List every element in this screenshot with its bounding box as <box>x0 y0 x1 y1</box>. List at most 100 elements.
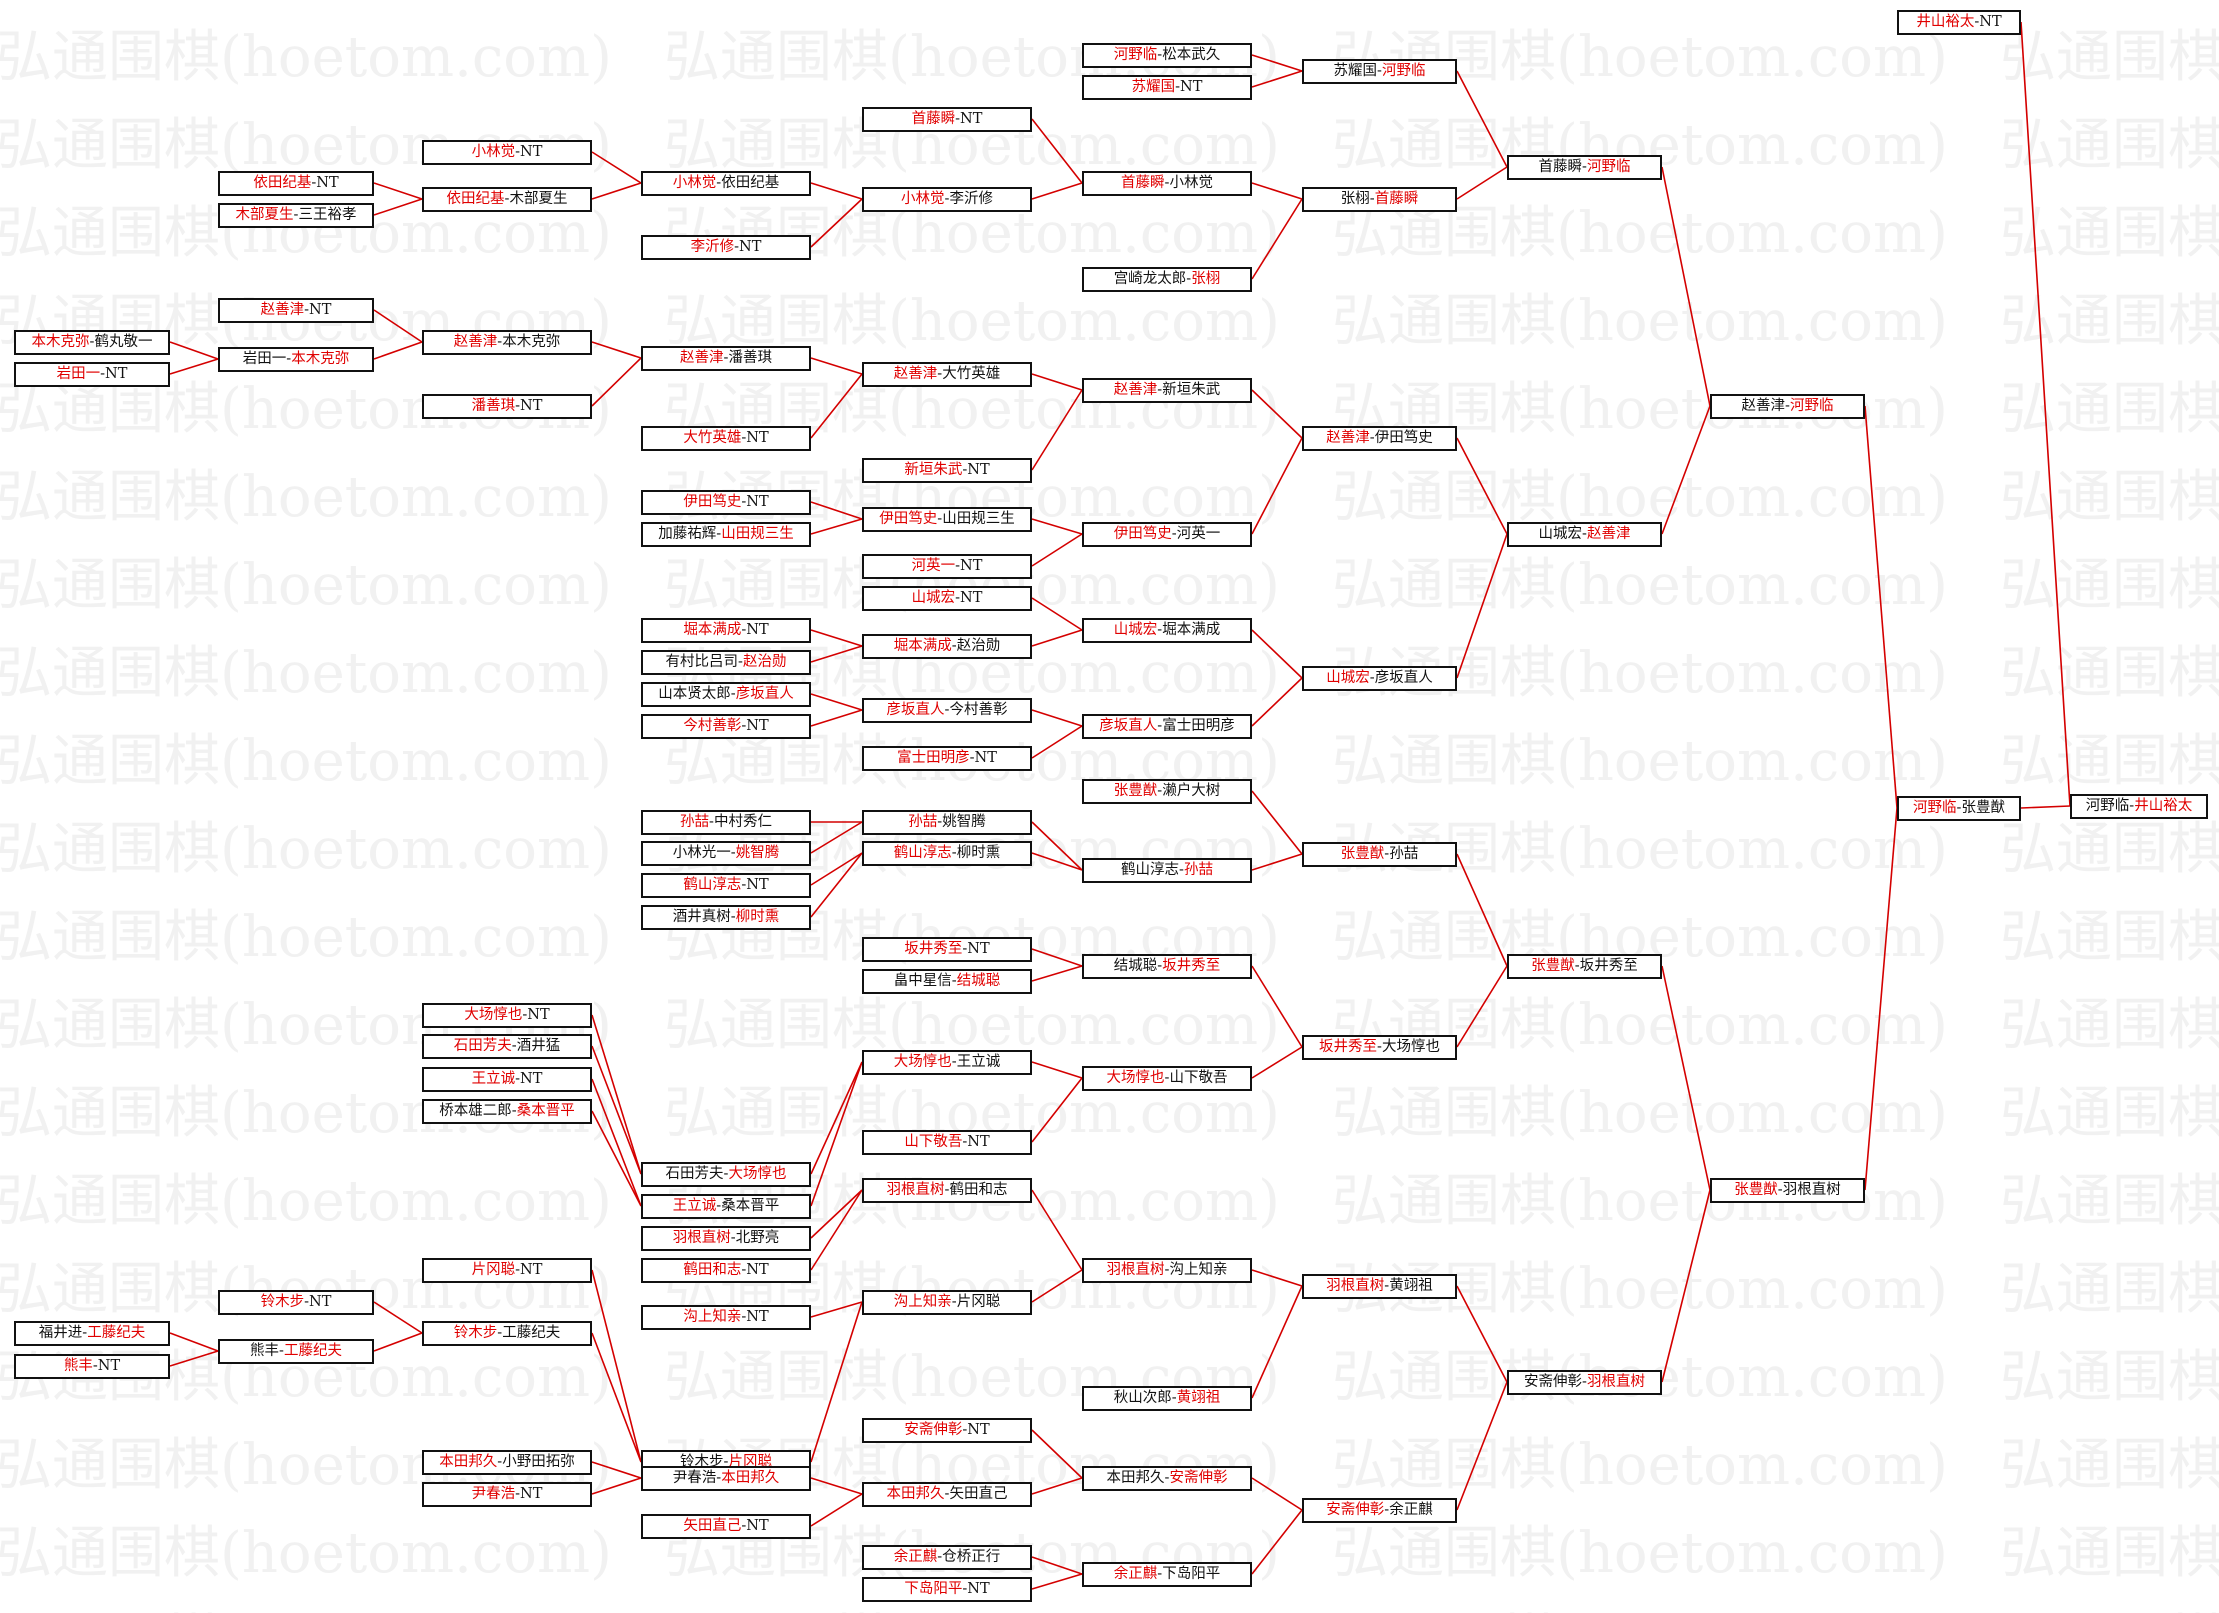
match-box-r3_2[interactable]: 依田纪基-木部夏生 <box>422 186 592 212</box>
match-box-r5_10[interactable]: 富士田明彦-NT <box>862 745 1032 771</box>
match-box-r3_9[interactable]: 片冈聪-NT <box>422 1257 592 1283</box>
match-box-r5_13[interactable]: 坂井秀至-NT <box>862 936 1032 962</box>
match-box-r8_3[interactable]: 张豊猷-坂井秀至 <box>1507 953 1662 979</box>
match-box-r5_8[interactable]: 堀本满成-赵治勋 <box>862 633 1032 659</box>
match-box-r6_10[interactable]: 鹤山淳志-孙喆 <box>1082 857 1252 883</box>
match-box-r3_11[interactable]: 本田邦久-小野田拓弥 <box>422 1449 592 1475</box>
match-box-r9_1[interactable]: 赵善津-河野临 <box>1710 393 1865 419</box>
match-box-r5_4[interactable]: 新垣朱武-NT <box>862 457 1032 483</box>
match-box-r4_15[interactable]: 石田芳夫-大场惇也 <box>641 1161 811 1187</box>
match-box-r10_1[interactable]: 河野临-张豊猷 <box>1897 795 2021 821</box>
match-box-r6_15[interactable]: 本田邦久-安斋伸彰 <box>1082 1465 1252 1491</box>
match-box-r6_5[interactable]: 赵善津-新垣朱武 <box>1082 377 1252 403</box>
match-box-r5_22[interactable]: 下岛阳平-NT <box>862 1576 1032 1602</box>
match-box-r6_8[interactable]: 彦坂直人-富士田明彦 <box>1082 713 1252 739</box>
match-box-r2_1[interactable]: 依田纪基-NT <box>218 170 374 196</box>
match-box-r3_12[interactable]: 尹春浩-NT <box>422 1481 592 1507</box>
match-box-r6_6[interactable]: 伊田笃史-河英一 <box>1082 521 1252 547</box>
match-box-r7_3[interactable]: 赵善津-伊田笃史 <box>1302 425 1457 451</box>
match-box-r5_15[interactable]: 大场惇也-王立诚 <box>862 1049 1032 1075</box>
match-box-r5_3[interactable]: 赵善津-大竹英雄 <box>862 361 1032 387</box>
match-box-r4_8[interactable]: 有村比吕司-赵治勋 <box>641 649 811 675</box>
match-box-r8_2[interactable]: 山城宏-赵善津 <box>1507 521 1662 547</box>
match-box-r8_4[interactable]: 安斋伸彰-羽根直树 <box>1507 1369 1662 1395</box>
match-box-r3_10[interactable]: 铃木步-工藤纪夫 <box>422 1320 592 1346</box>
match-box-r8_1[interactable]: 首藤瞬-河野临 <box>1507 154 1662 180</box>
match-box-r4_2[interactable]: 李沂修-NT <box>641 234 811 260</box>
match-box-r4_7[interactable]: 堀本满成-NT <box>641 617 811 643</box>
match-box-r4_16[interactable]: 王立诚-桑本晋平 <box>641 1193 811 1219</box>
match-box-r4_5[interactable]: 伊田笃史-NT <box>641 489 811 515</box>
match-box-r4_6[interactable]: 加藤祐辉-山田规三生 <box>641 521 811 547</box>
match-box-r4_14[interactable]: 酒井真树-柳时熏 <box>641 904 811 930</box>
match-box-r7_7[interactable]: 羽根直树-黄翊祖 <box>1302 1273 1457 1299</box>
match-box-r4_17[interactable]: 羽根直树-北野亮 <box>641 1225 811 1251</box>
match-box-r5_5[interactable]: 伊田笃史-山田规三生 <box>862 506 1032 532</box>
match-box-r3_7[interactable]: 王立诚-NT <box>422 1066 592 1092</box>
match-box-r2_5[interactable]: 铃木步-NT <box>218 1289 374 1315</box>
match-box-r1_2[interactable]: 岩田一-NT <box>14 361 170 387</box>
match-box-r6_7[interactable]: 山城宏-堀本满成 <box>1082 617 1252 643</box>
match-box-r4_1[interactable]: 小林觉-依田纪基 <box>641 170 811 196</box>
match-box-r2_3[interactable]: 赵善津-NT <box>218 297 374 323</box>
match-box-r4_10[interactable]: 今村善彰-NT <box>641 713 811 739</box>
match-box-r7_5[interactable]: 张豊猷-孙喆 <box>1302 841 1457 867</box>
match-box-r6_9[interactable]: 张豊猷-濑户大树 <box>1082 778 1252 804</box>
match-box-r5_18[interactable]: 沟上知亲-片冈聪 <box>862 1289 1032 1315</box>
match-box-r1_3[interactable]: 福井进-工藤纪夫 <box>14 1320 170 1346</box>
match-box-r6_2[interactable]: 苏耀国-NT <box>1082 74 1252 100</box>
match-box-r5_9[interactable]: 彦坂直人-今村善彰 <box>862 697 1032 723</box>
match-box-r5_11[interactable]: 孙喆-姚智腾 <box>862 809 1032 835</box>
match-box-r5_2[interactable]: 小林觉-李沂修 <box>862 186 1032 212</box>
match-box-r9_2[interactable]: 张豊猷-羽根直树 <box>1710 1177 1865 1203</box>
match-box-r4_13[interactable]: 鹤山淳志-NT <box>641 872 811 898</box>
match-box-r3_3[interactable]: 赵善津-本木克弥 <box>422 329 592 355</box>
match-box-r5_16[interactable]: 山下敬吾-NT <box>862 1129 1032 1155</box>
match-box-r5_7[interactable]: 山城宏-NT <box>862 585 1032 611</box>
match-box-r10_2[interactable]: 井山裕太-NT <box>1897 9 2021 35</box>
match-box-r5_12[interactable]: 鹤山淳志-柳时熏 <box>862 840 1032 866</box>
match-box-r5_1[interactable]: 首藤瞬-NT <box>862 106 1032 132</box>
match-box-r7_8[interactable]: 安斋伸彰-余正麒 <box>1302 1497 1457 1523</box>
match-box-r4_4[interactable]: 大竹英雄-NT <box>641 425 811 451</box>
match-box-r5_20[interactable]: 本田邦久-矢田直己 <box>862 1481 1032 1507</box>
match-box-r6_13[interactable]: 羽根直树-沟上知亲 <box>1082 1257 1252 1283</box>
match-box-r6_12[interactable]: 大场惇也-山下敬吾 <box>1082 1065 1252 1091</box>
match-box-r4_11[interactable]: 孙喆-中村秀仁 <box>641 809 811 835</box>
match-box-r3_4[interactable]: 潘善琪-NT <box>422 393 592 419</box>
match-box-r5_19[interactable]: 安斋伸彰-NT <box>862 1417 1032 1443</box>
match-box-r2_6[interactable]: 熊丰-工藤纪夫 <box>218 1338 374 1364</box>
match-box-r4_19[interactable]: 沟上知亲-NT <box>641 1304 811 1330</box>
match-box-r4_3[interactable]: 赵善津-潘善琪 <box>641 345 811 371</box>
match-box-r7_6[interactable]: 坂井秀至-大场惇也 <box>1302 1034 1457 1060</box>
player-name: 铃木步 <box>453 1324 498 1341</box>
match-box-r5_17[interactable]: 羽根直树-鹤田和志 <box>862 1177 1032 1203</box>
match-box-r7_4[interactable]: 山城宏-彦坂直人 <box>1302 665 1457 691</box>
match-box-r11_1[interactable]: 河野临-井山裕太 <box>2070 793 2208 819</box>
match-box-r6_1[interactable]: 河野临-松本武久 <box>1082 42 1252 68</box>
match-box-r3_5[interactable]: 大场惇也-NT <box>422 1002 592 1028</box>
match-box-r5_14[interactable]: 畠中星信-结城聪 <box>862 968 1032 994</box>
match-box-r2_2[interactable]: 木部夏生-三王裕孝 <box>218 202 374 228</box>
match-box-r7_2[interactable]: 张栩-首藤瞬 <box>1302 186 1457 212</box>
match-box-r4_12[interactable]: 小林光一-姚智腾 <box>641 840 811 866</box>
connector-line <box>1251 790 1303 855</box>
match-box-r4_21[interactable]: 尹春浩-本田邦久 <box>641 1465 811 1491</box>
match-box-r5_6[interactable]: 河英一-NT <box>862 553 1032 579</box>
match-box-r4_22[interactable]: 矢田直己-NT <box>641 1513 811 1539</box>
match-box-r1_1[interactable]: 本木克弥-鹤丸敬一 <box>14 329 170 355</box>
match-box-r4_18[interactable]: 鹤田和志-NT <box>641 1257 811 1283</box>
match-box-r1_4[interactable]: 熊丰-NT <box>14 1353 170 1379</box>
match-box-r7_1[interactable]: 苏耀国-河野临 <box>1302 58 1457 84</box>
match-box-r6_4[interactable]: 宫崎龙太郎-张栩 <box>1082 266 1252 292</box>
match-box-r6_3[interactable]: 首藤瞬-小林觉 <box>1082 170 1252 196</box>
match-box-r3_8[interactable]: 桥本雄二郎-桑本晋平 <box>422 1098 592 1124</box>
match-box-r4_9[interactable]: 山本贤太郎-彦坂直人 <box>641 681 811 707</box>
match-box-r6_14[interactable]: 秋山次郎-黄翊祖 <box>1082 1385 1252 1411</box>
match-box-r3_1[interactable]: 小林觉-NT <box>422 139 592 165</box>
match-box-r5_21[interactable]: 余正麒-仓桥正行 <box>862 1544 1032 1570</box>
match-box-r6_16[interactable]: 余正麒-下岛阳平 <box>1082 1561 1252 1587</box>
match-box-r2_4[interactable]: 岩田一-本木克弥 <box>218 346 374 372</box>
match-box-r3_6[interactable]: 石田芳夫-酒井猛 <box>422 1033 592 1059</box>
match-box-r6_11[interactable]: 结城聪-坂井秀至 <box>1082 953 1252 979</box>
